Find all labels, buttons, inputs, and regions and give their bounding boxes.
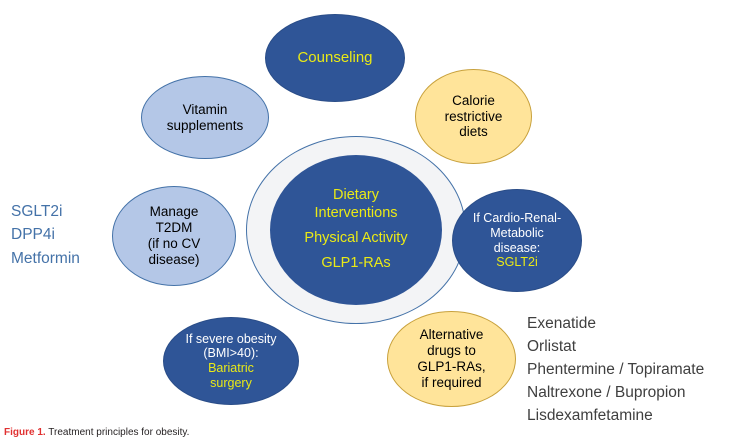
left-drug-item-dpp4i: DPP4i — [11, 226, 55, 244]
node-calorie-restrictive-diets[interactable]: Calorie restrictive diets — [415, 69, 532, 164]
left-drug-item-metformin: Metformin — [11, 249, 80, 267]
node-alternative-line4: if required — [421, 374, 482, 390]
node-manage-t2dm[interactable]: Manage T2DM (if no CV disease) — [112, 186, 236, 286]
figure-caption: Figure 1. Treatment principles for obesi… — [4, 427, 189, 438]
node-bariatric-line2: (BMI>40): — [203, 346, 259, 361]
node-cardio-line2: Metabolic — [490, 225, 544, 240]
node-alternative-drugs[interactable]: Alternative drugs to GLP1-RAs, if requir… — [387, 311, 516, 407]
node-cardio-line1: If Cardio-Renal- — [472, 211, 562, 225]
node-alternative-line1: Alternative — [419, 327, 484, 343]
node-alternative-line3: GLP1-RAs, — [417, 359, 486, 374]
node-vitamin-line2: supplements — [166, 117, 244, 133]
node-counseling-label: Counseling — [297, 49, 373, 67]
node-manage-line3: (if no CV — [147, 236, 201, 251]
figure-caption-number: Figure 1. — [4, 427, 46, 438]
left-drug-item-sglt2i: SGLT2i — [11, 203, 63, 220]
node-bariatric-line4: surgery — [210, 375, 252, 390]
node-calorie-line1: Calorie — [452, 92, 495, 108]
node-cardio-line4-sglt2i: SGLT2i — [496, 255, 538, 270]
node-bariatric-line3: Bariatric — [208, 361, 254, 375]
node-calorie-line3: diets — [459, 124, 488, 140]
right-drug-list: Exenatide Orlistat Phentermine / Topiram… — [527, 313, 704, 428]
node-vitamin-supplements[interactable]: Vitamin supplements — [141, 76, 269, 159]
left-drug-list: SGLT2i DPP4i Metformin — [11, 200, 80, 270]
node-counseling[interactable]: Counseling — [265, 14, 405, 102]
node-bariatric-surgery[interactable]: If severe obesity (BMI>40): Bariatric su… — [163, 317, 299, 405]
center-line-dietary: Dietary — [333, 187, 379, 204]
node-vitamin-line1: Vitamin — [182, 101, 228, 117]
node-manage-line4: disease) — [148, 251, 200, 267]
center-core-dietary-interventions: Dietary Interventions Physical Activity … — [270, 155, 442, 305]
center-line-physical-activity: Physical Activity — [304, 230, 408, 246]
right-drug-item-exenatide: Exenatide — [527, 315, 596, 332]
node-bariatric-line1: If severe obesity — [185, 331, 277, 346]
right-drug-item-naltrexone-bupropion: Naltrexone / Bupropion — [527, 383, 686, 401]
node-alternative-line2: drugs to — [427, 343, 476, 359]
figure-caption-text: Treatment principles for obesity. — [45, 427, 190, 438]
node-cardio-renal-metabolic[interactable]: If Cardio-Renal- Metabolic disease: SGLT… — [452, 189, 582, 292]
node-calorie-line2: restrictive — [444, 108, 503, 124]
center-line-glp1-ras: GLP1-RAs — [321, 255, 391, 272]
center-line-interventions: Interventions — [314, 204, 398, 221]
node-cardio-line3: disease: — [493, 240, 541, 255]
right-drug-item-orlistat: Orlistat — [527, 337, 577, 355]
right-drug-item-lisdexamfetamine: Lisdexamfetamine — [527, 406, 653, 424]
right-drug-item-phentermine-topiramate: Phentermine / Topiramate — [527, 360, 705, 378]
node-manage-line1: Manage — [149, 204, 199, 220]
node-manage-line2: T2DM — [155, 220, 193, 236]
